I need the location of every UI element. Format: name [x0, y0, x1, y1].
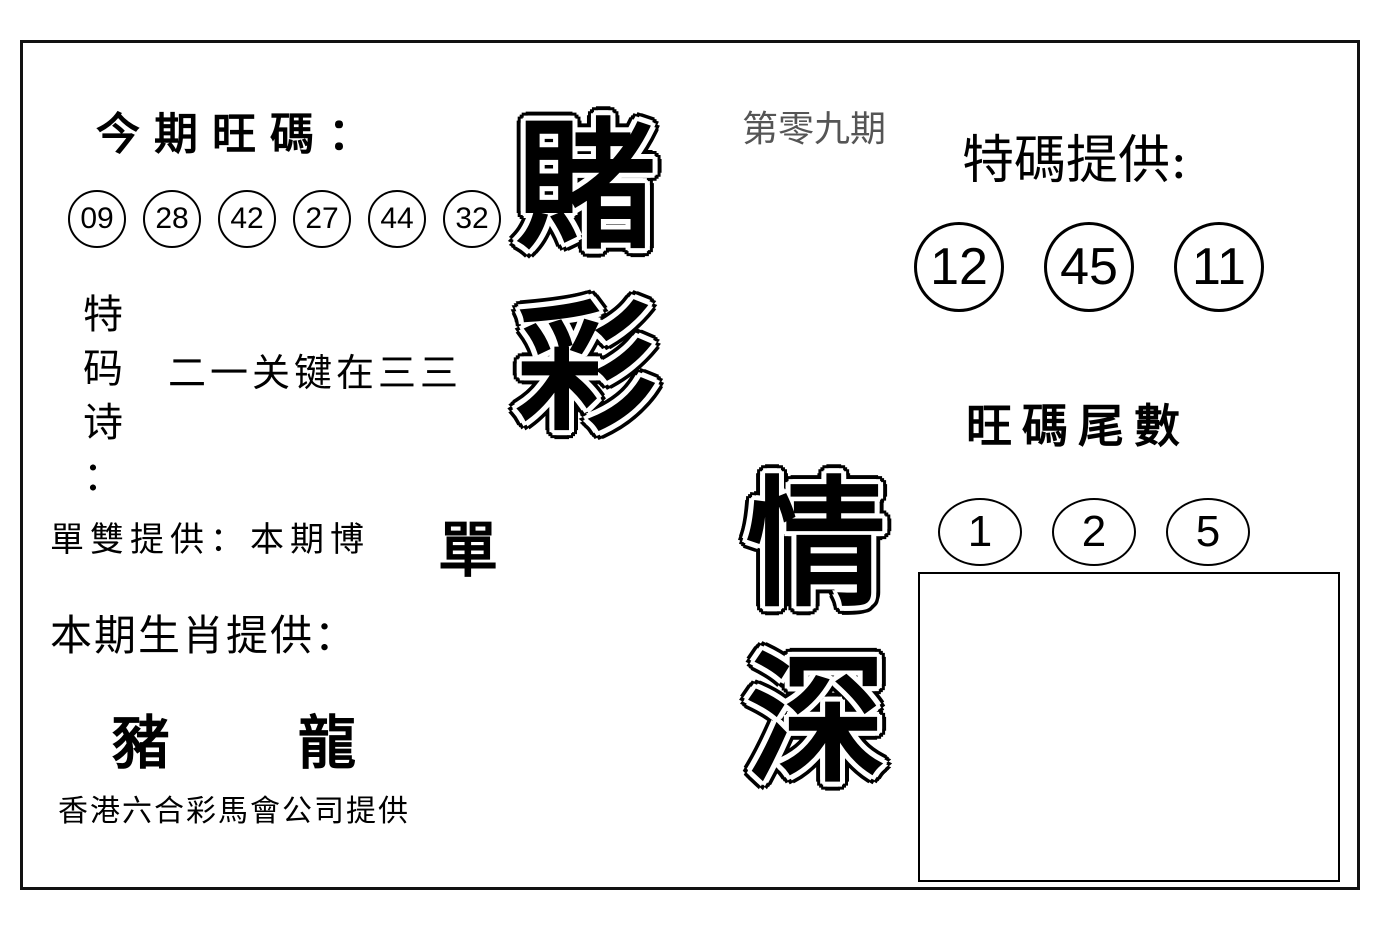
special-code-label: 特碼提供: — [962, 131, 1188, 191]
number-ball: 5 — [1166, 498, 1250, 566]
special-poem-label: 特 码 诗 ： — [78, 288, 128, 504]
special-poem-text: 二一关键在三三 — [168, 351, 463, 395]
issue-number: 第零九期 — [742, 109, 887, 150]
odd-even-label: 單雙提供：本期博 — [50, 520, 370, 560]
number-ball: 27 — [293, 190, 351, 248]
decor-char: 深 — [745, 640, 886, 803]
number-ball: 09 — [68, 190, 126, 248]
decor-char: 情 — [745, 464, 886, 627]
hot-numbers: 09 28 42 27 44 32 — [68, 190, 501, 248]
number-ball: 28 — [143, 190, 201, 248]
tail-label: 旺碼尾數 — [966, 399, 1190, 453]
zodiac-label: 本期生肖提供： — [50, 611, 359, 660]
label-char: 诗 — [83, 400, 123, 446]
number-ball: 12 — [914, 222, 1004, 312]
footer-credit: 香港六合彩馬會公司提供 — [58, 794, 410, 829]
decor-char: 賭 — [515, 106, 656, 269]
page-frame — [20, 40, 1360, 890]
number-ball: 45 — [1044, 222, 1134, 312]
number-ball: 1 — [938, 498, 1022, 566]
number-ball: 2 — [1052, 498, 1136, 566]
special-code-numbers: 12 45 11 — [914, 222, 1264, 312]
page-title: 今期旺碼： — [96, 109, 386, 160]
number-ball: 44 — [368, 190, 426, 248]
zodiac-value: 龍 — [298, 709, 357, 777]
decor-char: 彩 — [515, 288, 656, 451]
odd-even-value: 單 — [438, 516, 498, 586]
label-char: 特 — [83, 292, 123, 338]
empty-box — [918, 572, 1340, 882]
number-ball: 42 — [218, 190, 276, 248]
tail-numbers: 1 2 5 — [938, 498, 1250, 566]
number-ball: 11 — [1174, 222, 1264, 312]
label-char: ： — [83, 454, 123, 500]
label-char: 码 — [83, 346, 123, 392]
number-ball: 32 — [443, 190, 501, 248]
zodiac-value: 豬 — [112, 709, 171, 777]
